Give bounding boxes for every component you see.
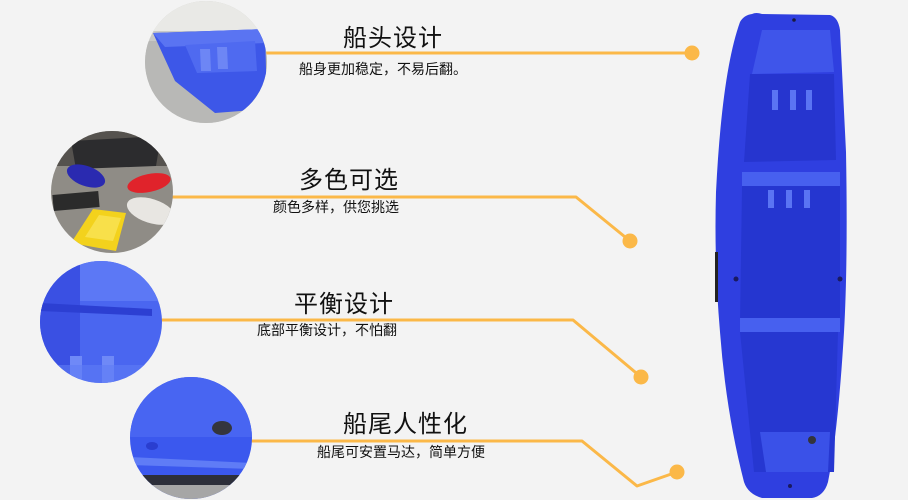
- connector-dot-4: [669, 464, 685, 480]
- feature-title-1: 船头设计: [343, 24, 443, 52]
- feature-desc-3: 底部平衡设计，不怕翻: [257, 323, 397, 339]
- feature-title-2: 多色可选: [299, 166, 399, 194]
- multicolor-boats-photo: [51, 131, 173, 253]
- feature-desc-1: 船身更加稳定，不易后翻。: [299, 62, 467, 78]
- connector-dot-1: [684, 45, 700, 61]
- stern-motor-mount-photo: [130, 377, 252, 499]
- connector-line-3: [158, 318, 642, 379]
- connector-dot-3: [633, 369, 649, 385]
- feature-desc-4: 船尾可安置马达，简单方便: [317, 445, 485, 461]
- feature-desc-2: 颜色多样，供您挑选: [273, 200, 399, 216]
- bow-closeup-photo: [145, 1, 267, 123]
- feature-title-4: 船尾人性化: [343, 410, 468, 438]
- connector-line-2: [168, 195, 631, 243]
- floor-balance-photo: [40, 261, 162, 383]
- blue-plastic-rowboat-image: [715, 13, 847, 498]
- feature-title-3: 平衡设计: [294, 290, 394, 318]
- connector-dot-2: [622, 233, 638, 249]
- connector-line-4: [248, 439, 678, 488]
